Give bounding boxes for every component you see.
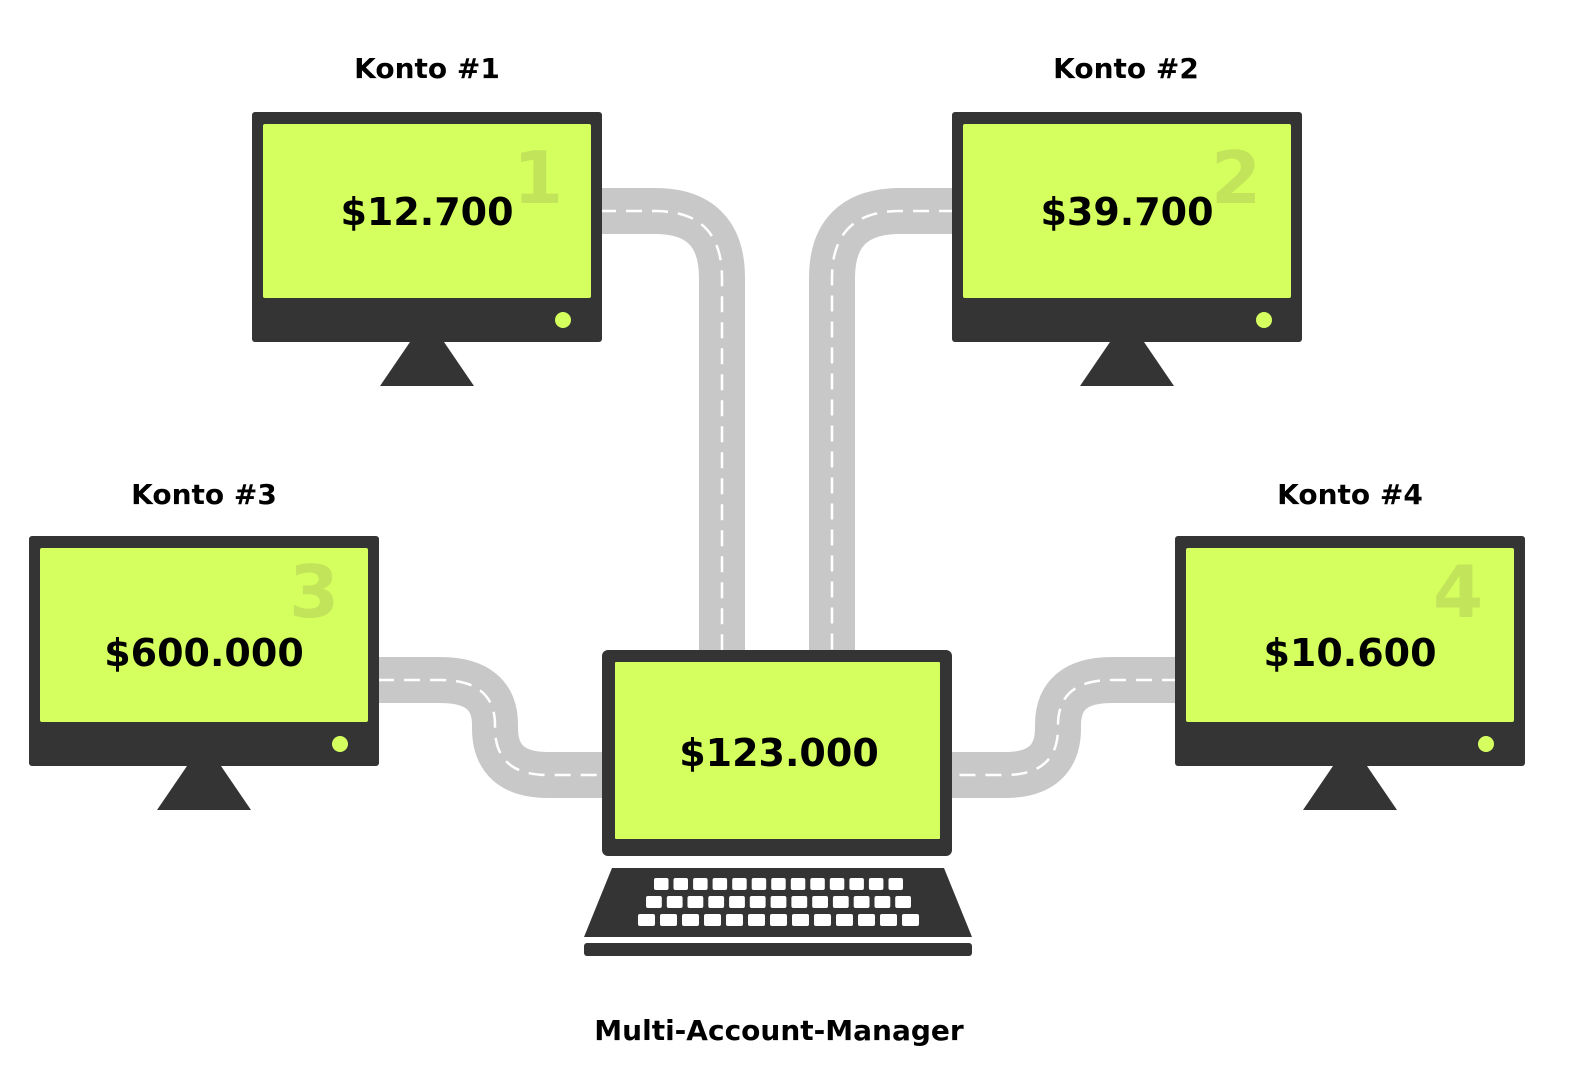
keyboard-key <box>895 896 911 908</box>
manager: $123.000 Multi-Account-Manager <box>584 650 972 1047</box>
laptop-screen <box>615 662 940 839</box>
keyboard-key <box>704 914 721 926</box>
account-2: Konto #2 2 $39.700 <box>952 52 1302 386</box>
keyboard-key <box>812 896 828 908</box>
keyboard-key <box>853 896 870 908</box>
keyboard-key <box>888 878 903 890</box>
road-dash-account-2 <box>830 209 955 655</box>
keyboard-key <box>814 914 831 926</box>
monitor-icon <box>252 112 602 386</box>
keyboard-key <box>791 896 808 908</box>
connection-roads <box>378 188 1178 798</box>
keyboard-key <box>712 878 728 890</box>
keyboard-key <box>660 914 677 926</box>
account-1-amount: $12.700 <box>340 190 513 234</box>
keyboard-key <box>858 914 875 926</box>
account-3-watermark-number: 3 <box>289 550 339 634</box>
account-3-title: Konto #3 <box>131 478 277 511</box>
monitor-icon <box>952 112 1302 386</box>
keyboard-key <box>729 896 745 908</box>
keyboard-key <box>849 878 864 890</box>
keyboard-key <box>666 896 683 908</box>
keyboard-key <box>832 896 849 908</box>
keyboard-key <box>790 878 806 890</box>
power-led <box>1478 736 1494 752</box>
keyboard-key <box>902 914 919 926</box>
laptop-icon <box>584 650 972 956</box>
keyboard-key <box>673 878 688 890</box>
keyboard-key <box>646 896 662 908</box>
account-2-watermark-number: 2 <box>1211 136 1261 220</box>
monitor-stand <box>380 342 474 386</box>
keyboard-key <box>829 878 845 890</box>
monitor-stand <box>157 766 251 810</box>
keyboard-key <box>810 878 825 890</box>
power-led <box>1256 312 1272 328</box>
monitor-icon <box>29 536 379 810</box>
keyboard-key <box>751 878 767 890</box>
monitor-screen <box>963 124 1291 298</box>
account-1: Konto #1 1 $12.700 <box>252 52 602 386</box>
road-dash-account-3 <box>378 678 606 777</box>
account-1-title: Konto #1 <box>354 52 500 85</box>
keyboard-key <box>682 914 699 926</box>
keyboard-key <box>868 878 884 890</box>
keyboard-key <box>638 914 655 926</box>
account-4-watermark-number: 4 <box>1433 550 1483 634</box>
laptop-base-edge <box>584 943 972 956</box>
keyboard-key <box>693 878 708 890</box>
road-dash-account-4 <box>950 678 1178 777</box>
keyboard-key <box>654 878 669 890</box>
keyboard-keys <box>638 878 919 926</box>
keyboard-key <box>732 878 747 890</box>
keyboard-key <box>748 914 765 926</box>
account-2-amount: $39.700 <box>1040 190 1213 234</box>
keyboard-key <box>771 878 786 890</box>
account-3: Konto #3 3 $600.000 <box>29 478 379 810</box>
monitor-stand <box>1080 342 1174 386</box>
monitor-screen <box>263 124 591 298</box>
manager-caption: Multi-Account-Manager <box>594 1014 964 1047</box>
monitor-screen <box>1186 548 1514 722</box>
power-led <box>555 312 571 328</box>
account-3-amount: $600.000 <box>104 631 304 675</box>
monitor-icon <box>1175 536 1525 810</box>
keyboard-key <box>770 896 787 908</box>
keyboard-key <box>880 914 897 926</box>
keyboard-key <box>726 914 743 926</box>
keyboard-key <box>708 896 725 908</box>
monitor-screen <box>40 548 368 722</box>
keyboard-key <box>792 914 809 926</box>
monitor-stand <box>1303 766 1397 810</box>
manager-amount: $123.000 <box>679 731 879 775</box>
account-4-amount: $10.600 <box>1263 631 1436 675</box>
keyboard-key <box>874 896 891 908</box>
account-4-title: Konto #4 <box>1277 478 1423 511</box>
keyboard-key <box>770 914 787 926</box>
keyboard-key <box>749 896 766 908</box>
keyboard-key <box>687 896 704 908</box>
power-led <box>332 736 348 752</box>
account-2-title: Konto #2 <box>1053 52 1199 85</box>
account-4: Konto #4 4 $10.600 <box>1175 478 1525 810</box>
account-1-watermark-number: 1 <box>513 136 563 220</box>
keyboard-key <box>836 914 853 926</box>
road-dash-account-1 <box>600 209 724 655</box>
